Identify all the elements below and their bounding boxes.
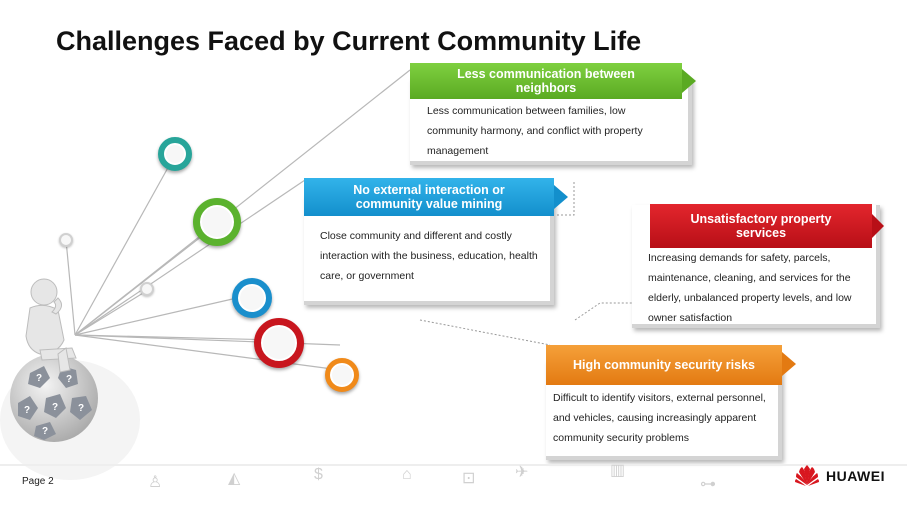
huawei-flower-icon	[795, 465, 819, 486]
pizza-icon: ◭	[228, 470, 241, 487]
thinker-figure-icon: ?? ?? ??	[10, 278, 98, 442]
card-interaction-text: Close community and different and costly…	[320, 230, 538, 282]
card-interaction-heading: No external interaction or community val…	[304, 178, 554, 216]
card-neighbors-text: Less communication between families, low…	[427, 105, 643, 157]
bank-icon: ⌂	[402, 466, 412, 483]
card-property-heading: Unsatisfactory property services	[650, 204, 872, 248]
card-interaction-arrow-icon	[554, 185, 568, 209]
cart-icon: ⊡	[462, 470, 476, 487]
card-neighbors-heading: Less communication between neighbors	[410, 63, 682, 99]
dollar-icon: $	[314, 466, 323, 483]
grey-ring-1	[59, 233, 73, 247]
svg-text:?: ?	[78, 403, 84, 414]
huawei-logo: HUAWEI	[794, 465, 885, 487]
footer-divider	[0, 464, 907, 466]
page-number: Page 2	[22, 476, 54, 487]
blue-ring	[232, 278, 272, 318]
card-property-arrow-icon	[872, 214, 884, 238]
person-icon: ♙	[148, 474, 163, 491]
orange-ring	[325, 358, 359, 392]
card-neighbors-arrow-icon	[682, 69, 696, 93]
plane-icon: ✈	[515, 464, 529, 481]
car-icon: ⊶	[700, 476, 716, 493]
svg-text:?: ?	[52, 402, 58, 413]
card-property-text: Increasing demands for safety, parcels, …	[648, 252, 852, 324]
svg-text:?: ?	[24, 405, 30, 416]
card-security-heading: High community security risks	[546, 345, 782, 385]
red-ring	[254, 318, 304, 368]
grey-ring-2	[140, 282, 154, 296]
card-security-arrow-icon	[782, 352, 796, 376]
svg-text:?: ?	[36, 373, 42, 384]
building-icon: ▥	[610, 462, 626, 479]
page-title: Challenges Faced by Current Community Li…	[56, 26, 642, 56]
huawei-logo-text: HUAWEI	[826, 468, 885, 484]
svg-text:?: ?	[42, 426, 48, 437]
green-ring-small	[158, 137, 192, 171]
green-ring-large	[193, 198, 241, 246]
card-security-text: Difficult to identify visitors, external…	[553, 392, 766, 444]
svg-text:?: ?	[66, 374, 72, 385]
